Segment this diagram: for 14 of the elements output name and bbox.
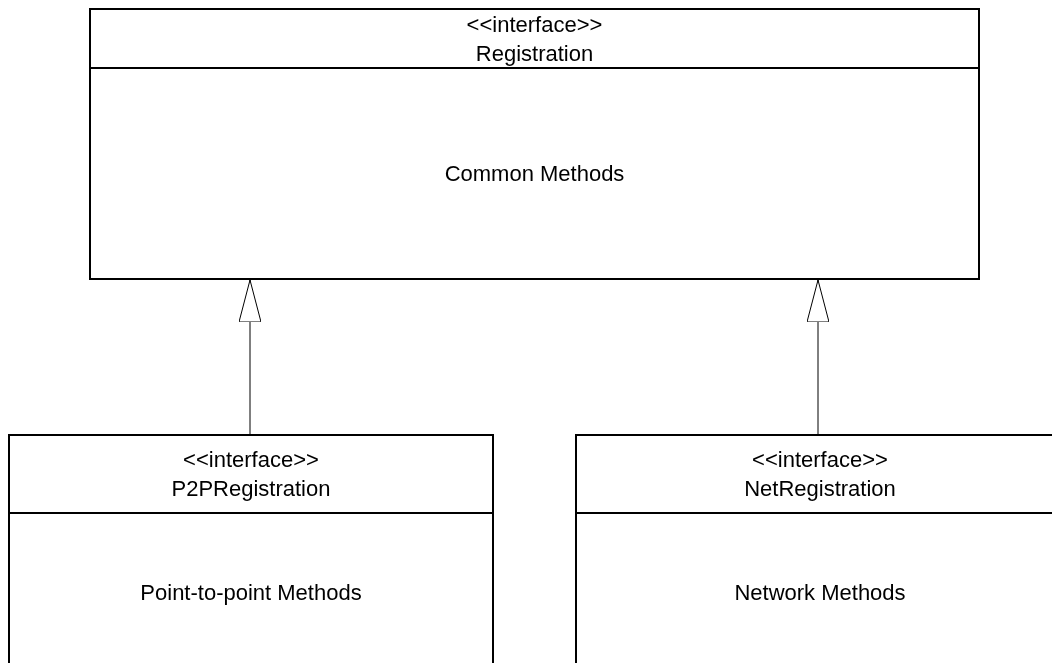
methods-label: Point-to-point Methods — [140, 579, 362, 607]
class-box — [89, 8, 980, 280]
inheritance-arrow — [806, 279, 830, 435]
stereotype-label: <<interface>> — [183, 446, 319, 474]
stereotype-label: <<interface>> — [466, 10, 603, 39]
class-name: Registration — [475, 39, 594, 68]
class-box — [575, 434, 1052, 663]
methods-label: Common Methods — [444, 160, 625, 188]
class-name: NetRegistration — [744, 475, 896, 503]
inheritance-arrow — [238, 279, 262, 435]
methods-label: Network Methods — [734, 579, 906, 607]
class-name: P2PRegistration — [171, 475, 331, 503]
stereotype-label: <<interface>> — [752, 446, 888, 474]
class-box — [8, 434, 494, 663]
